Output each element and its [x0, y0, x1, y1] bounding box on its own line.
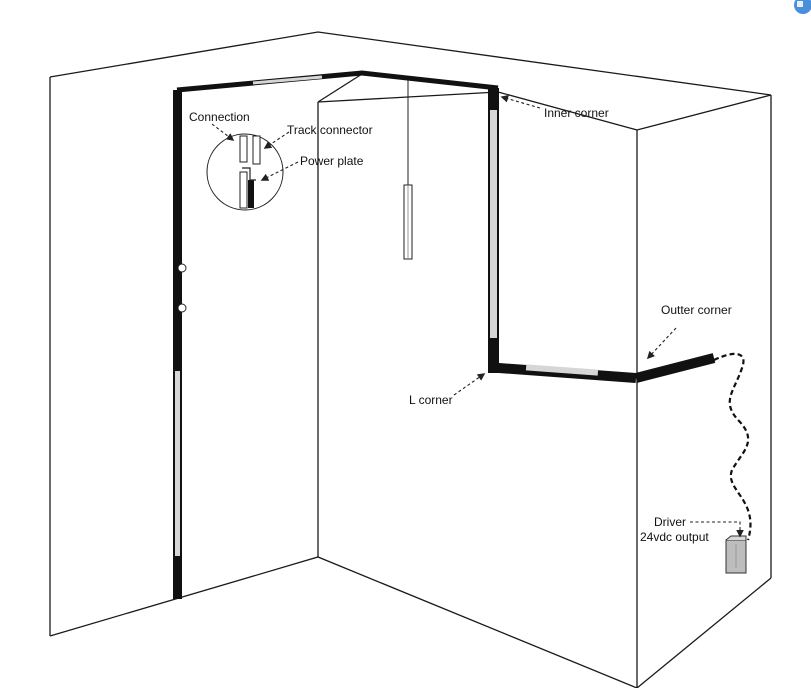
floor-outline [49, 556, 638, 689]
left-track-rail [173, 90, 182, 599]
connection-detail-circle [206, 133, 284, 211]
ceiling-back-left [317, 73, 363, 103]
track-connector-arrow [263, 131, 290, 149]
connection-arrow [211, 123, 235, 141]
track-joint-top [177, 263, 187, 273]
label-power-plate: Power plate [300, 154, 364, 168]
corner-badge-icon [794, 0, 811, 14]
inner-corner-arrow [500, 95, 541, 109]
label-connection: Connection [189, 110, 250, 124]
ceiling-light-panel [252, 75, 323, 85]
ceiling-track [176, 70, 499, 93]
driver-box [725, 535, 747, 574]
ceiling-track-rail [176, 70, 499, 93]
outter-corner-rail [634, 353, 716, 383]
right-ceiling-junction [497, 91, 772, 131]
left-light-panel [175, 371, 180, 556]
track-joint-bottom [177, 303, 187, 313]
room-walls [49, 31, 772, 689]
floor-right-outline [636, 577, 772, 689]
label-outter-corner: Outter corner [661, 303, 732, 317]
left-vertical-track [173, 90, 187, 599]
pendant-light [403, 80, 413, 260]
vertical-light-panel [490, 110, 497, 338]
power-cable [713, 352, 752, 541]
outter-corner-arrow [646, 327, 677, 360]
label-driver: Driver [654, 515, 686, 529]
label-driver-output: 24vdc output [640, 530, 709, 544]
l-corner-arrow [453, 373, 486, 396]
driver-arrow [690, 521, 744, 538]
horizontal-light-panel [525, 364, 599, 376]
power-plate-shape [248, 180, 254, 208]
right-wall-track [488, 88, 716, 383]
label-inner-corner: Inner corner [544, 106, 609, 120]
power-plate-arrow [260, 161, 299, 181]
label-l-corner: L corner [409, 393, 453, 407]
label-track-connector: Track connector [287, 123, 373, 137]
ceiling-outline [49, 31, 772, 96]
